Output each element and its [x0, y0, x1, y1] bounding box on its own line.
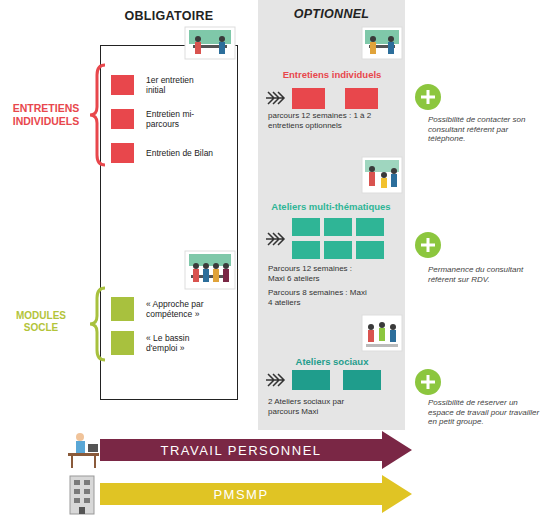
- person-body: [203, 269, 209, 282]
- meeting-illustration: [185, 27, 235, 59]
- desk: [68, 453, 99, 456]
- red-brace: [90, 65, 105, 165]
- interview-item: 1er entretien initial: [111, 74, 231, 96]
- bullet-square: [111, 75, 134, 95]
- plus-circle: [415, 369, 441, 395]
- plus-sign: [421, 90, 435, 104]
- extra-note: Permanence du consultant référent sur RD…: [428, 265, 534, 284]
- section-label: MODULES SOCLE: [8, 310, 74, 334]
- arrow-band: TRAVAIL PERSONNEL: [100, 431, 412, 469]
- interview-item: Entretien de Bilan: [111, 141, 231, 165]
- item-label: « Approche par compétence »: [146, 299, 214, 319]
- mandatory-frame: OBLIGATOIRE1er entretien initialEntretie…: [100, 45, 238, 400]
- wall: [189, 254, 231, 266]
- window: [84, 489, 90, 494]
- icon-frame: [64, 429, 100, 469]
- arrow-band: PMSMP: [100, 475, 412, 513]
- item-text-box: 1er entretien initial: [146, 75, 214, 95]
- person-head: [203, 263, 209, 269]
- item-text-box: Entretien de Bilan: [146, 148, 214, 158]
- building: [70, 476, 94, 514]
- item-label: Entretien de Bilan: [146, 148, 214, 158]
- bullet-square: [111, 143, 134, 163]
- module-item: « Le bassin d'emploi »: [111, 330, 231, 356]
- item-text-box: « Approche par compétence »: [146, 299, 214, 319]
- person-body: [76, 441, 85, 453]
- person-body: [223, 269, 229, 282]
- column-heading: OPTIONNEL: [258, 7, 405, 21]
- window: [74, 480, 80, 485]
- group-illustration: [185, 251, 235, 289]
- desk-worker-icon: [64, 429, 100, 469]
- extra-note: Possibilité de réserver un espace de tra…: [428, 398, 544, 427]
- option-note: parcours 12 semaines : 1 à 2 entretiens …: [268, 111, 396, 130]
- window: [74, 498, 80, 503]
- option-title: Ateliers sociaux: [262, 356, 402, 367]
- monitor: [88, 444, 98, 452]
- bullet-square: [111, 109, 134, 129]
- option-title: Ateliers multi-thématiques: [256, 201, 406, 212]
- band-arrow: [100, 475, 412, 513]
- person-body: [195, 42, 201, 54]
- person-body: [193, 269, 199, 282]
- plus-sign: [421, 375, 435, 389]
- column-heading: OBLIGATOIRE: [101, 9, 237, 23]
- door: [79, 507, 85, 514]
- person-head: [213, 263, 219, 269]
- band-label: PMSMP: [213, 487, 268, 502]
- bullet-square: [111, 297, 134, 321]
- illustration-frame: [185, 251, 235, 289]
- window: [74, 489, 80, 494]
- building-icon: [70, 476, 94, 514]
- option-note: 2 Ateliers sociaux par parcours Maxi: [268, 397, 368, 416]
- module-item: « Approche par compétence »: [111, 296, 231, 322]
- person-head: [76, 433, 84, 441]
- item-label: « Le bassin d'emploi »: [146, 333, 214, 353]
- option-note: Parcours 12 semaines : Maxi 6 ateliers: [268, 264, 368, 283]
- green-brace: [90, 288, 105, 360]
- person-body: [219, 42, 225, 54]
- option-note: Parcours 8 semaines : Maxi 4 ateliers: [268, 288, 368, 307]
- extra-note: Possibilité de contacter son consultant …: [428, 115, 540, 144]
- band-text-box: PMSMP: [100, 483, 382, 505]
- window: [84, 480, 90, 485]
- item-label: Entretien mi-parcours: [146, 109, 214, 129]
- person-body: [213, 269, 219, 282]
- bullet-square: [111, 331, 134, 355]
- option-title: Entretiens individuels: [262, 69, 402, 80]
- person-head: [195, 36, 201, 42]
- person-head: [193, 263, 199, 269]
- item-label: 1er entretien initial: [146, 75, 214, 95]
- table: [191, 275, 229, 278]
- illustration-frame: [185, 27, 235, 59]
- desk-legs: [72, 456, 95, 468]
- section-label: ENTRETIENS INDIVIDUELS: [2, 102, 90, 127]
- item-text-box: « Le bassin d'emploi »: [146, 333, 214, 353]
- plus-circle: [415, 232, 441, 258]
- plus-circle: [415, 84, 441, 110]
- wall: [189, 30, 231, 44]
- window: [84, 498, 90, 503]
- item-text-box: Entretien mi-parcours: [146, 109, 214, 129]
- interview-item: Entretien mi-parcours: [111, 107, 231, 131]
- plus-sign: [421, 238, 435, 252]
- band-text-box: TRAVAIL PERSONNEL: [100, 439, 382, 461]
- band-label: TRAVAIL PERSONNEL: [160, 443, 321, 458]
- person-head: [223, 263, 229, 269]
- band-arrow: [100, 431, 412, 469]
- person-head: [219, 36, 225, 42]
